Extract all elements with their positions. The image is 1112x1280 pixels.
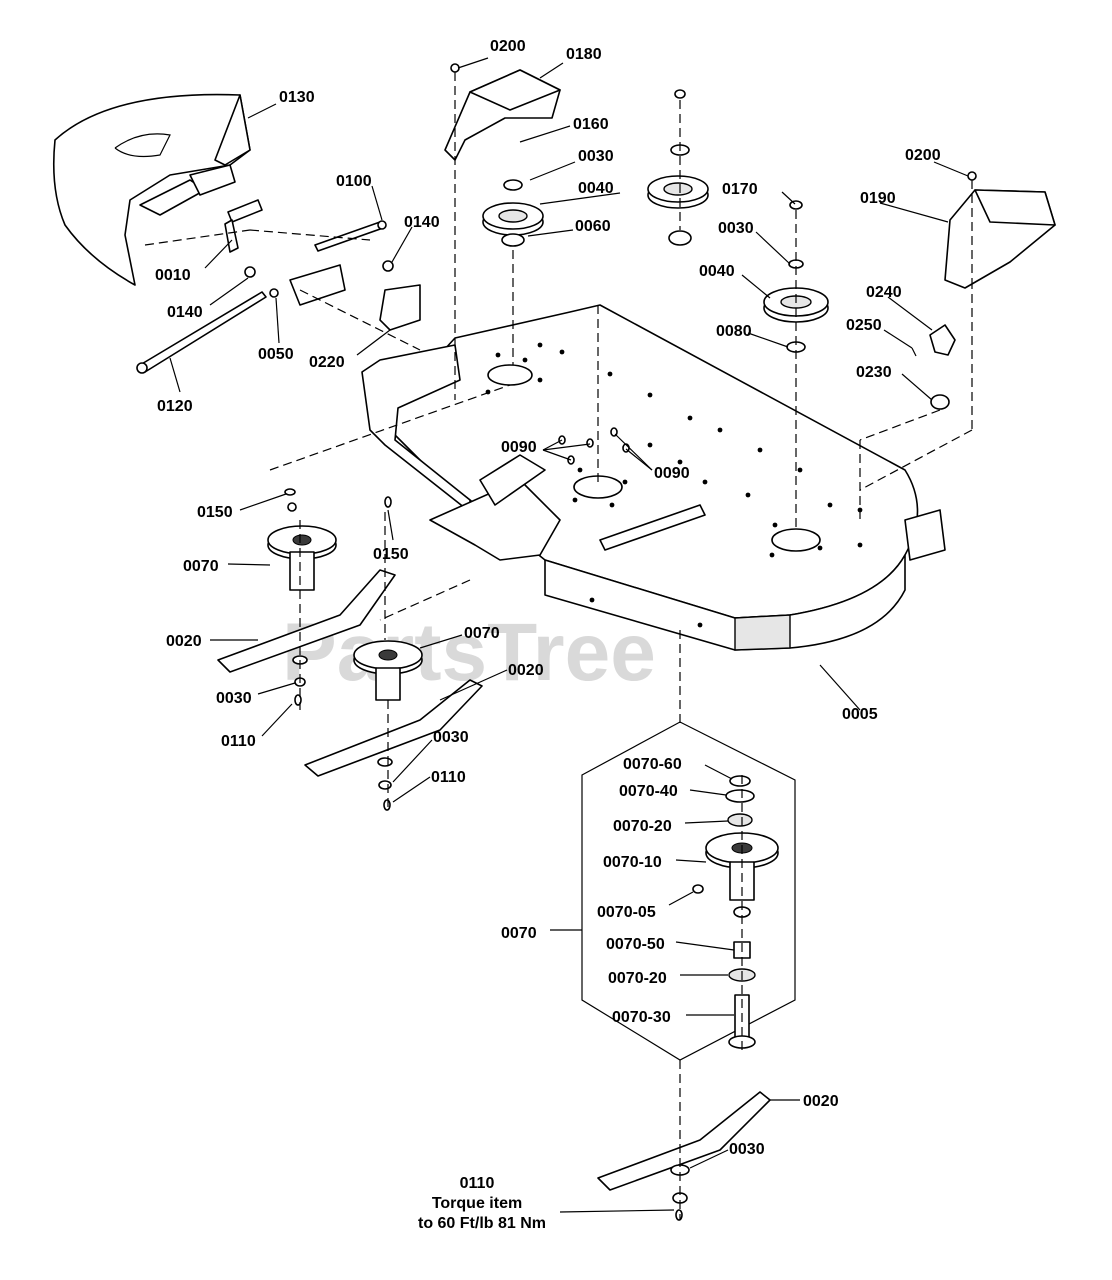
belt-cover-right xyxy=(944,171,1056,289)
callout-0110: 0110 xyxy=(221,733,256,750)
torque-note-item: 0110 xyxy=(460,1175,495,1192)
callout-0230: 0230 xyxy=(856,364,892,381)
callout-0070-50: 0070-50 xyxy=(606,936,665,953)
callout-labels: 0200 0180 0130 0160 0030 0200 0190 0040 … xyxy=(155,38,941,1158)
discharge-chute xyxy=(53,93,263,286)
callout-0020: 0020 xyxy=(166,633,202,650)
callout-0120: 0120 xyxy=(157,398,193,415)
callout-0070-60: 0070-60 xyxy=(623,756,682,773)
callout-0040: 0040 xyxy=(699,263,735,280)
callout-0140: 0140 xyxy=(167,304,203,321)
spindle-left xyxy=(267,502,337,591)
callout-0140: 0140 xyxy=(404,214,440,231)
callout-0130: 0130 xyxy=(279,89,315,106)
callout-0090: 0090 xyxy=(501,439,537,456)
callout-0070-20: 0070-20 xyxy=(608,970,667,987)
callout-0005: 0005 xyxy=(842,706,878,723)
pulley-center xyxy=(647,89,709,246)
callout-0070-40: 0070-40 xyxy=(619,783,678,800)
mower-deck xyxy=(361,304,946,651)
callout-0070: 0070 xyxy=(464,625,500,642)
callout-0180: 0180 xyxy=(566,46,602,63)
callout-0150: 0150 xyxy=(373,546,409,563)
callout-0090: 0090 xyxy=(654,465,690,482)
callout-0050: 0050 xyxy=(258,346,294,363)
spindle-middle xyxy=(353,640,423,701)
callout-0020: 0020 xyxy=(803,1093,839,1110)
torque-note-value: to 60 Ft/lb 81 Nm xyxy=(418,1215,546,1232)
callout-0040: 0040 xyxy=(578,180,614,197)
callout-0070-10: 0070-10 xyxy=(603,854,662,871)
callout-0250: 0250 xyxy=(846,317,882,334)
callout-0240: 0240 xyxy=(866,284,902,301)
callout-0030: 0030 xyxy=(216,690,252,707)
assembly-lines xyxy=(144,72,973,1220)
hardware xyxy=(284,427,688,1221)
callout-0200: 0200 xyxy=(490,38,526,55)
callout-0070: 0070 xyxy=(183,558,219,575)
belt-cover-left xyxy=(444,63,561,161)
hinge-rod-assembly xyxy=(136,220,421,374)
torque-note-label: Torque item xyxy=(432,1195,522,1212)
callout-0190: 0190 xyxy=(860,190,896,207)
callout-0070-05: 0070-05 xyxy=(597,904,656,921)
callout-0160: 0160 xyxy=(573,116,609,133)
callout-0220: 0220 xyxy=(309,354,345,371)
pulley-left xyxy=(482,179,544,247)
callout-0070-20: 0070-20 xyxy=(613,818,672,835)
leader-lines xyxy=(169,57,969,1213)
callout-0110: 0110 xyxy=(431,769,466,786)
callout-0020: 0020 xyxy=(508,662,544,679)
callout-0030: 0030 xyxy=(718,220,754,237)
callout-0170: 0170 xyxy=(722,181,758,198)
torque-note: 0110 Torque item to 60 Ft/lb 81 Nm xyxy=(418,1175,546,1232)
callout-0100: 0100 xyxy=(336,173,372,190)
callout-0030: 0030 xyxy=(729,1141,765,1158)
callout-0150: 0150 xyxy=(197,504,233,521)
callout-0070: 0070 xyxy=(501,925,537,942)
callout-0200: 0200 xyxy=(905,147,941,164)
callout-0070-30: 0070-30 xyxy=(612,1009,671,1026)
fitting-assembly xyxy=(911,324,956,410)
callout-0030: 0030 xyxy=(578,148,614,165)
callout-0060: 0060 xyxy=(575,218,611,235)
callout-0080: 0080 xyxy=(716,323,752,340)
callout-0010: 0010 xyxy=(155,267,191,284)
callout-0030: 0030 xyxy=(433,729,469,746)
